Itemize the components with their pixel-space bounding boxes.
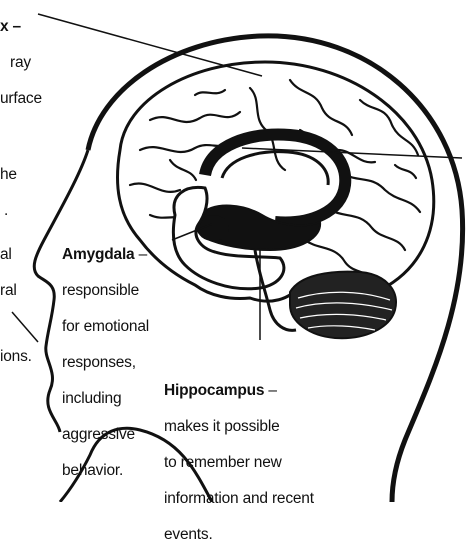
hippocampus-term: Hippocampus (164, 382, 264, 399)
cortex-fragment-1: x – (0, 18, 21, 35)
frontal-fragment-1: al (0, 246, 12, 263)
amygdala-desc-line-3: responses, (62, 354, 136, 371)
ions-fragment: ions. (0, 348, 32, 365)
cortex-fragment-3: urface (0, 90, 42, 107)
limbic-fragment-1: he (0, 166, 17, 183)
amygdala-term: Amygdala (62, 246, 134, 263)
amygdala-desc-line-4: including (62, 390, 121, 407)
cortex-label-fragment: x – ray urface (0, 0, 42, 108)
limbic-fragment-2: . (4, 202, 8, 219)
amygdala-desc-line-6: behavior. (62, 462, 123, 479)
frontal-label-fragment: al ral (0, 228, 17, 300)
hippocampus-desc-line-2: to remember new (164, 454, 282, 471)
frontal-fragment-2: ral (0, 282, 17, 299)
cortex-fragment-2: ray (10, 54, 31, 71)
amygdala-dash: – (134, 246, 147, 263)
cerebellum (290, 272, 396, 339)
hippocampus-desc-line-1: makes it possible (164, 418, 279, 435)
hippocampus-label: Hippocampus – makes it possible to remem… (164, 364, 314, 544)
amygdala-desc-line-2: for emotional (62, 318, 149, 335)
ions-label-fragment: ions. (0, 330, 32, 366)
hippocampus-desc-line-4: events. (164, 526, 213, 543)
amygdala-desc-line-5: aggressive (62, 426, 135, 443)
hippocampus-dash: – (264, 382, 277, 399)
amygdala-label: Amygdala – responsible for emotional res… (62, 228, 149, 480)
hippocampus-desc-line-3: information and recent (164, 490, 314, 507)
limbic-label-fragment: he . (0, 148, 17, 220)
amygdala-desc-line-1: responsible (62, 282, 139, 299)
